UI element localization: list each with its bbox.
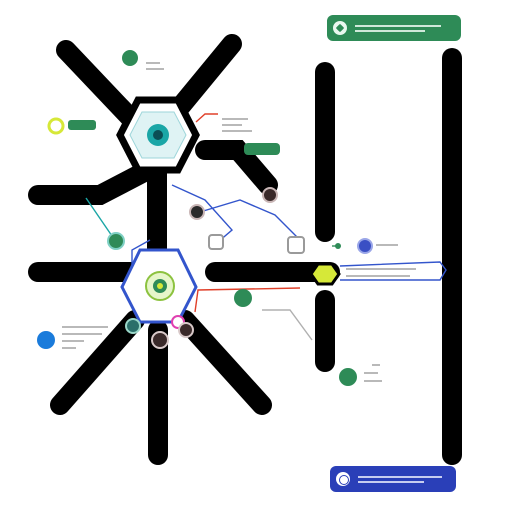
connector-teal-left — [85, 197, 113, 237]
connector-blue-cross — [199, 199, 301, 241]
node-green-mid — [234, 289, 252, 307]
node-teal-small — [125, 318, 141, 334]
top-pill-placeholder-lines — [355, 24, 441, 32]
label-pill-left — [68, 120, 96, 130]
node-teal-left — [107, 232, 125, 250]
hexagon-hub-icon[interactable] — [116, 96, 200, 174]
node-blue-right — [357, 238, 373, 254]
leaf-badge-icon — [333, 21, 347, 35]
middle-hub-branches — [28, 262, 340, 465]
node-green-bottom — [339, 368, 357, 386]
connector-blue-upper — [171, 184, 234, 243]
node-grey-1 — [151, 331, 169, 349]
globe-badge-icon — [336, 472, 350, 486]
node-markers — [37, 50, 373, 386]
branch-mid-downleft — [50, 310, 145, 415]
yellow-hex-node-icon[interactable] — [309, 262, 341, 286]
branch-upper-left-elbow — [28, 160, 158, 205]
branch-upper-right-elbow — [195, 140, 278, 195]
faint-text-lines — [62, 62, 416, 382]
connector-blue-right — [339, 261, 447, 281]
connector-lines — [85, 113, 447, 341]
node-grey-2 — [178, 322, 194, 338]
node-dark-right — [262, 187, 278, 203]
node-yellow-ring — [47, 117, 65, 135]
node-green-top — [122, 50, 138, 66]
branch-mid-downright — [175, 310, 272, 415]
node-grey-square-right — [287, 236, 305, 254]
node-dark-left — [189, 204, 205, 220]
bottom-pill-placeholder-lines — [358, 475, 442, 483]
node-blue-left — [37, 331, 55, 349]
connector-red-top — [195, 113, 218, 123]
hexagon-hub-icon-mid[interactable] — [120, 248, 198, 324]
label-pill-mid — [244, 143, 280, 155]
connector-red-mid — [194, 287, 301, 313]
branch-upper-right — [166, 34, 242, 122]
bottom-legend-pill[interactable] — [330, 466, 456, 492]
top-legend-pill[interactable] — [327, 15, 461, 41]
vertical-bars — [315, 48, 462, 465]
connector-grey-lower — [262, 309, 313, 341]
node-grey-square — [208, 234, 224, 250]
node-green-dot — [335, 243, 341, 249]
